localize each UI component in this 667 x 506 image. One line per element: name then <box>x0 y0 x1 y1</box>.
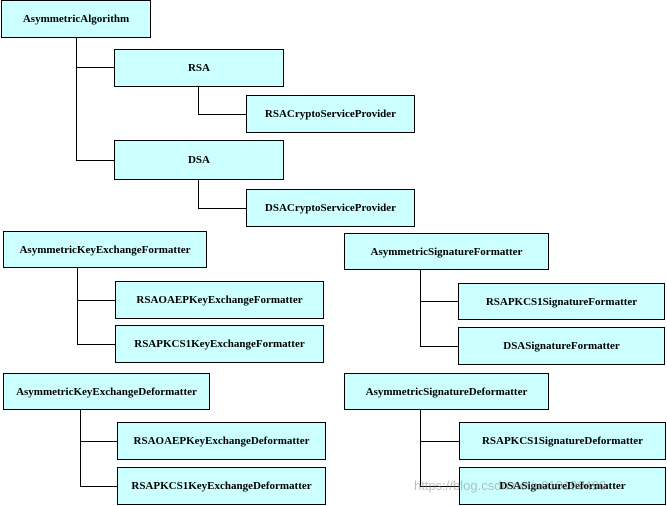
connector-line <box>198 208 246 209</box>
connector-line <box>80 441 117 442</box>
node-rsa-crypto-service-provider: RSACryptoServiceProvider <box>246 95 415 133</box>
node-rsa-pkcs1-signature-deformatter: RSAPKCS1SignatureDeformatter <box>459 422 666 460</box>
node-rsa-pkcs1-key-exchange-formatter: RSAPKCS1KeyExchangeFormatter <box>115 325 324 363</box>
connector-line <box>420 441 459 442</box>
connector-line <box>420 486 459 487</box>
connector-line <box>80 486 117 487</box>
connector-line <box>420 301 458 302</box>
watermark-text: https://blog.csdn.net/u010190490 <box>414 478 607 493</box>
node-rsa-oaep-key-exchange-deformatter: RSAOAEPKeyExchangeDeformatter <box>117 422 326 460</box>
node-dsa: DSA <box>114 140 284 180</box>
connector-line <box>76 38 77 160</box>
node-rsa-pkcs1-key-exchange-deformatter: RSAPKCS1KeyExchangeDeformatter <box>117 467 326 505</box>
connector-line <box>420 410 421 486</box>
node-asymmetric-algorithm: AsymmetricAlgorithm <box>1 0 151 38</box>
connector-line <box>80 410 81 486</box>
connector-line <box>198 180 199 208</box>
connector-line <box>77 344 115 345</box>
node-rsa: RSA <box>114 49 284 87</box>
node-asymmetric-key-exchange-formatter: AsymmetricKeyExchangeFormatter <box>3 231 207 268</box>
node-dsa-crypto-service-provider: DSACryptoServiceProvider <box>246 189 415 227</box>
node-rsa-pkcs1-signature-formatter: RSAPKCS1SignatureFormatter <box>458 283 665 320</box>
connector-line <box>77 268 78 344</box>
node-asymmetric-signature-formatter: AsymmetricSignatureFormatter <box>344 233 549 270</box>
connector-line <box>198 114 246 115</box>
connector-line <box>420 270 421 346</box>
node-dsa-signature-deformatter: DSASignatureDeformatter <box>459 467 666 505</box>
connector-line <box>198 87 199 114</box>
node-asymmetric-key-exchange-deformatter: AsymmetricKeyExchangeDeformatter <box>3 373 210 410</box>
node-rsa-oaep-key-exchange-formatter: RSAOAEPKeyExchangeFormatter <box>115 281 324 319</box>
connector-line <box>77 300 115 301</box>
node-asymmetric-signature-deformatter: AsymmetricSignatureDeformatter <box>344 373 549 410</box>
connector-line <box>420 346 458 347</box>
node-dsa-signature-formatter: DSASignatureFormatter <box>458 327 665 365</box>
connector-line <box>76 160 114 161</box>
connector-line <box>76 67 114 68</box>
